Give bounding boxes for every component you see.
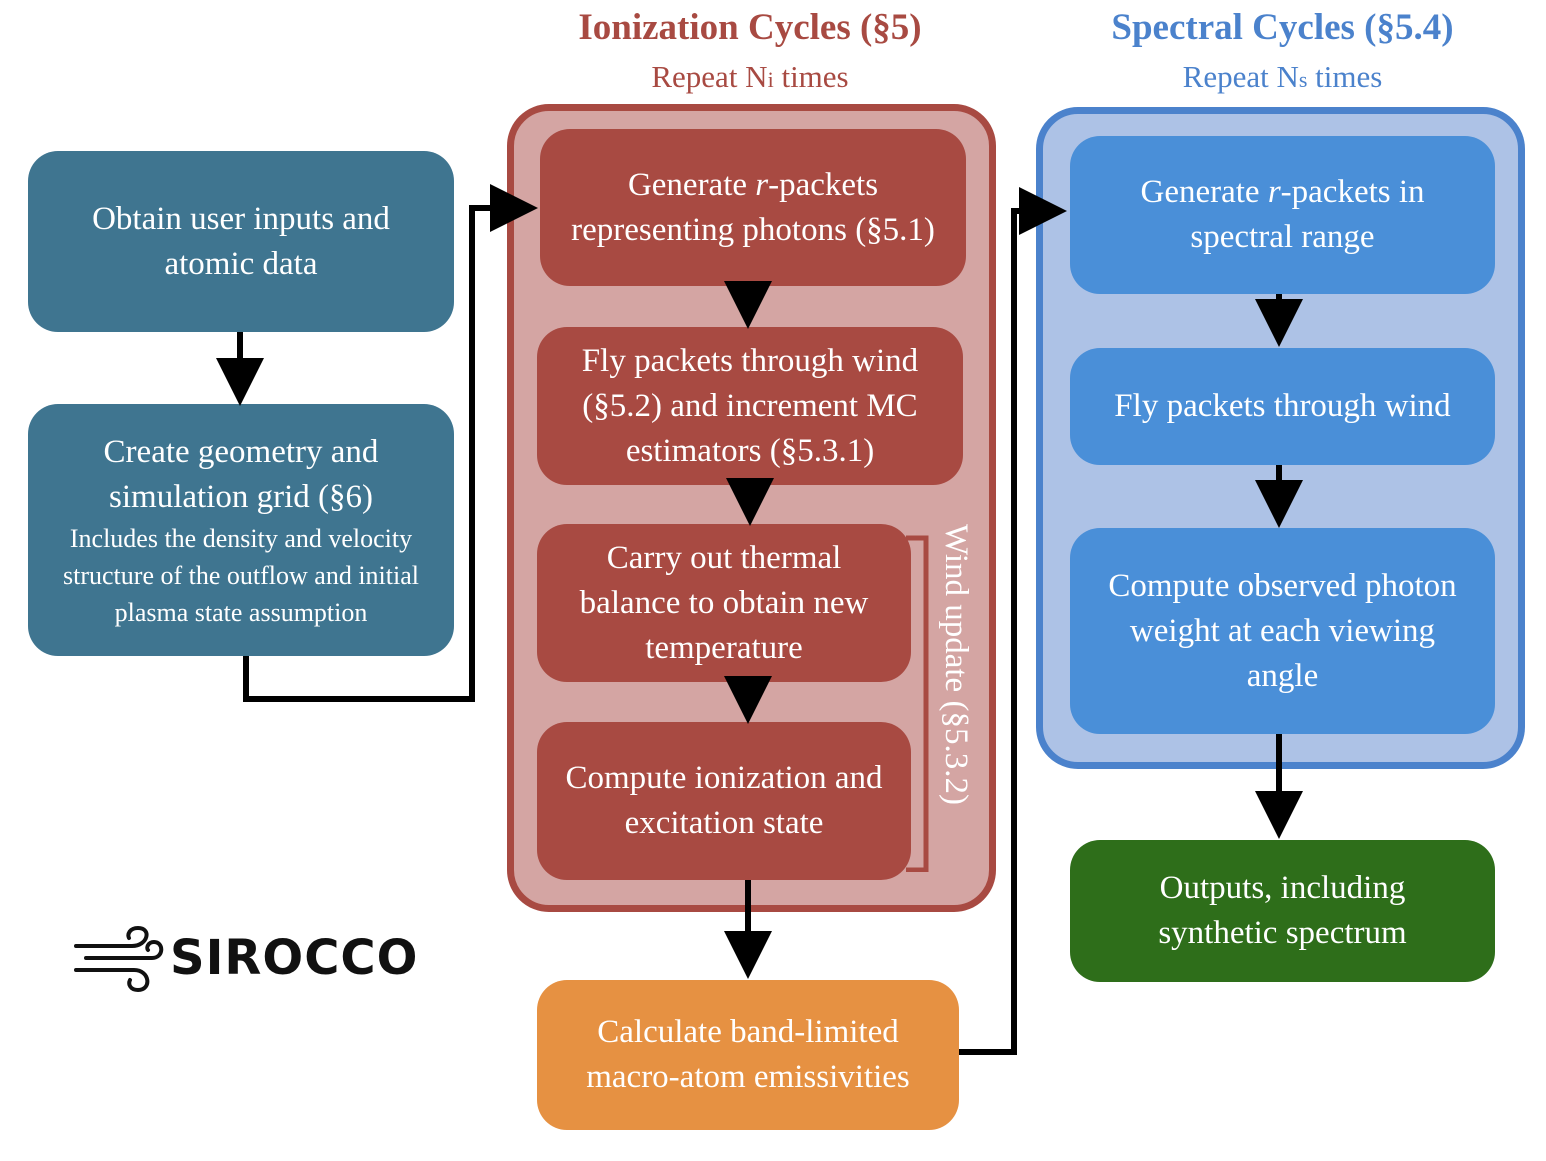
generate-packets-line1: Generate r-packets [627, 166, 879, 203]
compute-ionization-line2: excitation state [624, 805, 824, 841]
create-geometry-line1: Create geometry and [103, 433, 379, 470]
create-geometry-detail1: Includes the density and velocity [69, 523, 413, 553]
create-geometry-detail2: structure of the outflow and initial [63, 560, 419, 590]
observed-weight-line3: angle [1246, 657, 1319, 694]
compute-ionization-line1: Compute ionization and [565, 760, 883, 796]
obtain-inputs-box: Obtain user inputs and atomic data [28, 151, 454, 332]
compute-ionization-box: Compute ionization and excitation state [537, 722, 911, 880]
emissivities-line2: macro-atom emissivities [586, 1059, 910, 1095]
fly-packets-line1: Fly packets through wind [581, 342, 919, 379]
ionization-repeat-pre: Repeat N [651, 59, 768, 94]
outputs-line2: synthetic spectrum [1158, 915, 1407, 951]
thermal-balance-line3: temperature [645, 629, 803, 666]
fly-packets-line3: estimators (§5.3.1) [625, 432, 875, 469]
spectral-repeat-post: times [1307, 59, 1383, 94]
wind-icon [74, 925, 164, 993]
observed-weight-line1: Compute observed photon [1108, 567, 1457, 604]
spectral-repeat-label: Repeat Ns times [1030, 58, 1535, 99]
observed-weight-line2: weight at each viewing [1129, 612, 1436, 649]
sirocco-logo-text: SIROCCO [170, 930, 419, 986]
spectral-cycles-title: Spectral Cycles (§5.4) [1111, 7, 1454, 48]
spectral-repeat-sub: s [1298, 67, 1308, 92]
spectral-fly-line1: Fly packets through wind [1114, 388, 1451, 424]
thermal-balance-line2: balance to obtain new [579, 584, 869, 621]
fly-packets-line2: (§5.2) and increment MC [582, 387, 918, 424]
outputs-line1: Outputs, including [1159, 870, 1406, 906]
spectral-fly-box: Fly packets through wind [1070, 348, 1495, 465]
arrow-emissivities-to-spectral [959, 187, 1067, 1055]
emissivities-line1: Calculate band-limited [597, 1014, 899, 1050]
arrow-geometry-to-ionization [243, 184, 538, 702]
observed-weight-box: Compute observed photon weight at each v… [1070, 528, 1495, 734]
ionization-cycles-title: Ionization Cycles (§5) [578, 7, 922, 48]
ionization-repeat-sub: i [767, 67, 774, 92]
ionization-repeat-label: Repeat Ni times [500, 58, 1000, 99]
emissivities-box: Calculate band-limited macro-atom emissi… [537, 980, 959, 1130]
create-geometry-box: Create geometry and simulation grid (§6)… [28, 404, 454, 656]
outputs-box: Outputs, including synthetic spectrum [1070, 840, 1495, 982]
obtain-inputs-line2: atomic data [164, 245, 318, 282]
spectral-generate-line1: Generate r-packets in [1140, 174, 1425, 210]
obtain-inputs-line1: Obtain user inputs and [92, 200, 390, 237]
generate-packets-line2: representing photons (§5.1) [571, 211, 935, 248]
spectral-generate-line2: spectral range [1190, 219, 1375, 255]
thermal-balance-line1: Carry out thermal [606, 539, 842, 576]
fly-packets-box: Fly packets through wind (§5.2) and incr… [537, 327, 963, 485]
create-geometry-line2: simulation grid (§6) [109, 478, 373, 515]
thermal-balance-box: Carry out thermal balance to obtain new … [537, 524, 911, 682]
spectral-repeat-pre: Repeat N [1182, 59, 1299, 94]
ionization-repeat-post: times [773, 59, 849, 94]
spectral-generate-box: Generate r-packets in spectral range [1070, 136, 1495, 294]
wind-update-bracket [906, 535, 929, 872]
generate-packets-box: Generate r-packets representing photons … [540, 129, 966, 286]
create-geometry-detail3: plasma state assumption [114, 597, 368, 627]
